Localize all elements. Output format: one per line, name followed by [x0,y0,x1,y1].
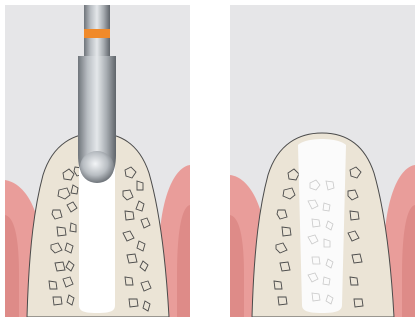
socket-diagram-right [230,5,415,317]
panel-instrument-inserted [5,5,190,317]
marker-ring [84,29,110,38]
graft-solid [79,165,115,313]
graft-particulate [298,139,346,313]
socket-diagram-left [5,5,190,317]
panel-graft-placed [230,5,415,317]
